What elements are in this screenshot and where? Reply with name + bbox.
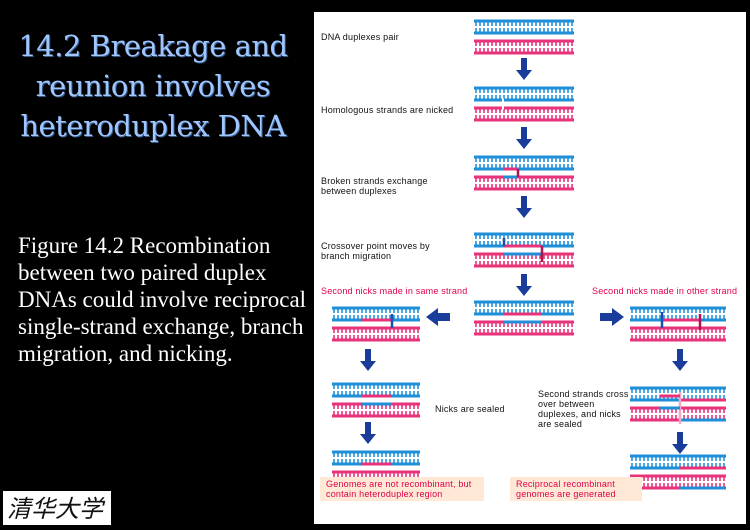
- label-strands-nicked: Homologous strands are nicked: [321, 105, 454, 115]
- arrow-step-3: [516, 196, 532, 218]
- arrow-right-2: [672, 432, 688, 454]
- label-branch-migration: Crossover point moves by branch migratio…: [321, 241, 430, 261]
- label-second-strands-cross: Second strands cross over between duplex…: [538, 389, 629, 429]
- arrow-step-4: [516, 274, 532, 296]
- university-logo: 清华大学: [3, 491, 111, 525]
- logo-calligraphy: 清华大学: [7, 496, 106, 523]
- slide-title: 14.2 Breakage and reunion involves heter…: [18, 29, 288, 143]
- dna-drawing: [332, 19, 726, 490]
- arrow-left-2: [360, 422, 376, 444]
- box-not-recombinant: Genomes are not recombinant, but contain…: [320, 477, 484, 501]
- figure-caption: Figure 14.2 Recombination between two pa…: [18, 233, 307, 366]
- arrow-left-branch: [426, 308, 450, 326]
- label-same-strand-nicks: Second nicks made in same strand: [321, 286, 468, 296]
- arrow-left-1: [360, 349, 376, 371]
- arrow-right-branch: [600, 308, 624, 326]
- label-other-strand-nicks: Second nicks made in other strand: [592, 286, 738, 296]
- label-nicks-sealed: Nicks are sealed: [435, 404, 505, 414]
- recombination-diagram: DNA duplexes pair Homologous strands are…: [314, 12, 746, 524]
- label-dna-duplexes-pair: DNA duplexes pair: [321, 32, 399, 42]
- box-reciprocal-recombinant: Reciprocal recombinant genomes are gener…: [510, 477, 642, 501]
- arrow-step-2: [516, 127, 532, 149]
- label-strands-exchange: Broken strands exchange between duplexes: [321, 176, 428, 196]
- arrow-step-1: [516, 58, 532, 80]
- arrow-right-1: [672, 349, 688, 371]
